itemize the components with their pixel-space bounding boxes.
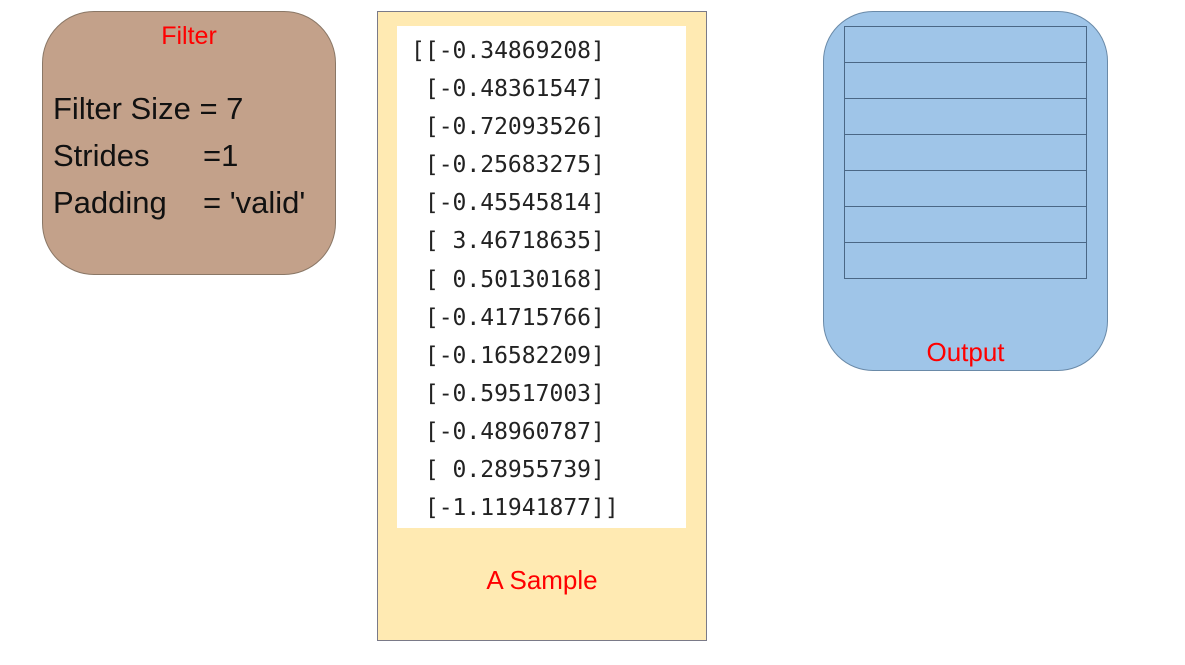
param-name: Strides [53, 138, 150, 173]
param-value: =1 [203, 138, 239, 173]
array-line: [ 3.46718635] [411, 228, 605, 255]
param-value: = 7 [199, 91, 244, 126]
filter-title: Filter [161, 22, 217, 50]
array-lines: [[-0.34869208] [-0.48361547] [-0.7209352… [411, 32, 619, 527]
array-line: [-0.72093526] [411, 114, 605, 141]
array-line: [-0.25683275] [411, 152, 605, 179]
output-box: Output [823, 11, 1108, 371]
output-cell [844, 99, 1087, 135]
array-line: [-1.11941877]] [411, 495, 619, 522]
array-line: [-0.16582209] [411, 342, 605, 369]
param-strides: Strides =1 [53, 132, 305, 179]
param-value: = 'valid' [203, 185, 306, 220]
sample-array: [[-0.34869208] [-0.48361547] [-0.7209352… [397, 26, 686, 528]
param-padding: Padding = 'valid' [53, 179, 305, 226]
param-name: Filter Size [53, 91, 191, 126]
filter-params: Filter Size = 7 Strides =1 Padding = 'vali… [53, 85, 305, 226]
output-label: Output [926, 337, 1005, 367]
param-name: Padding [53, 185, 167, 220]
array-line: [[-0.34869208] [411, 38, 605, 64]
array-line: [-0.48960787] [411, 418, 605, 445]
output-cell [844, 63, 1087, 99]
output-cell [844, 171, 1087, 207]
sample-box: [[-0.34869208] [-0.48361547] [-0.7209352… [377, 11, 707, 641]
output-cell [844, 243, 1087, 279]
output-grid [844, 26, 1087, 279]
sample-label: A Sample [486, 565, 598, 595]
output-cell [844, 135, 1087, 171]
array-line: [-0.45545814] [411, 190, 605, 217]
output-cell [844, 27, 1087, 63]
param-filter-size: Filter Size = 7 [53, 85, 305, 132]
array-line: [ 0.50130168] [411, 266, 605, 293]
array-line: [-0.41715766] [411, 304, 605, 331]
array-line: [ 0.28955739] [411, 457, 605, 484]
array-line: [-0.59517003] [411, 380, 605, 407]
filter-box: Filter Filter Size = 7 Strides =1 Padding… [42, 11, 336, 275]
output-cell [844, 207, 1087, 243]
array-line: [-0.48361547] [411, 76, 605, 103]
